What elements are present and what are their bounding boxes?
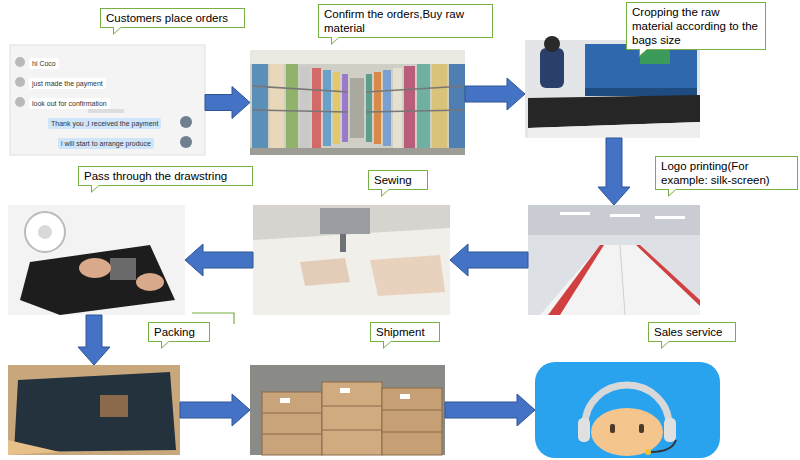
flow-arrow [445, 394, 535, 426]
chat-message: Thank you ,I received the payment [48, 118, 161, 129]
flow-arrow [465, 78, 525, 110]
chat-message: look out for confirmation [29, 98, 110, 109]
fabric-warehouse-photo [250, 50, 465, 155]
step-label: Sales service [648, 322, 736, 342]
chat-message: hi Coco [29, 58, 59, 69]
service-app-icon [535, 362, 720, 458]
shipment-boxes-photo [250, 365, 445, 455]
flow-arrow [450, 244, 528, 276]
step-label: Pass through the drawstring [78, 166, 253, 186]
flow-arrow [185, 244, 253, 276]
chat-screenshot [10, 45, 205, 155]
process-step: Shipment [250, 365, 445, 455]
drawstring-photo [8, 205, 185, 315]
step-label: Customers place orders [100, 8, 245, 28]
step-label: Shipment [370, 322, 440, 342]
process-step: Cropping the raw material according to t… [525, 40, 700, 138]
process-step: Sales service [535, 362, 720, 458]
process-step: Packing [8, 365, 180, 455]
cutting-machine-photo [525, 36, 700, 138]
chat-message: i will start to arrange produce [58, 138, 154, 149]
sewing-photo [253, 205, 450, 315]
step-label: Packing [148, 322, 210, 342]
flow-arrow [78, 315, 110, 365]
step-label: Confirm the orders,Buy raw material [318, 4, 493, 38]
step-label: Sewing [368, 170, 428, 190]
step-label: Logo printing(For example: silk-screen) [655, 156, 798, 190]
process-step: Sewing [253, 205, 450, 315]
process-step: Confirm the orders,Buy raw material [250, 50, 465, 155]
step-label: Cropping the raw material according to t… [626, 2, 766, 50]
flow-arrow [598, 138, 630, 205]
packing-photo [8, 365, 180, 455]
printing-line-photo [528, 205, 700, 315]
flow-arrow [180, 394, 250, 426]
process-step: Pass through the drawstring [8, 205, 185, 315]
chat-message: just made the payment [29, 78, 106, 89]
flow-arrow [205, 87, 250, 119]
process-step: Logo printing(For example: silk-screen) [528, 205, 700, 315]
